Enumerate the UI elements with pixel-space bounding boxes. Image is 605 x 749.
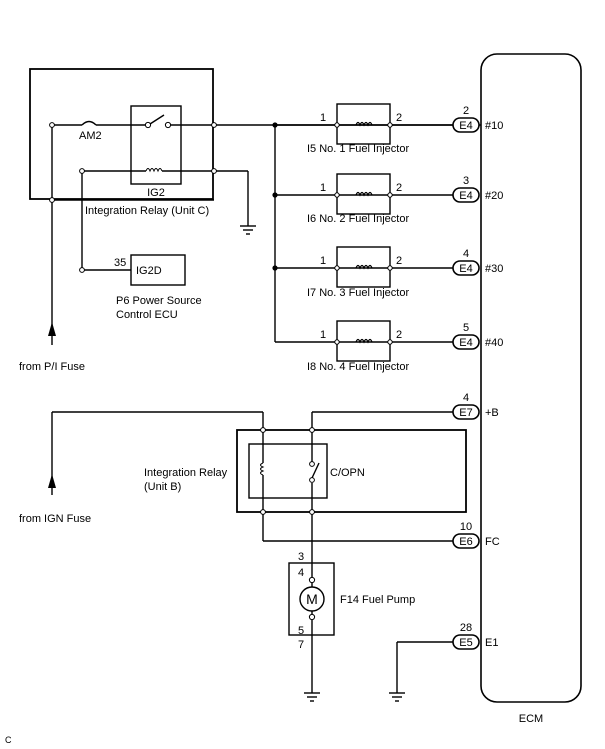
relay-b-switch-label: C/OPN: [330, 467, 365, 479]
power-ecu-name-1: P6 Power Source: [116, 295, 202, 307]
pin-label: #10: [485, 120, 503, 132]
relay-c-name: Integration Relay (Unit C): [85, 205, 209, 217]
pin-label: 4: [463, 392, 469, 404]
pin-label: 5: [463, 322, 469, 334]
relay-b-coil-icon: [260, 462, 265, 476]
injector-2-label: I6 No. 2 Fuel Injector: [307, 213, 409, 225]
pin-label: E4: [459, 190, 472, 202]
injector-1-label: I5 No. 1 Fuel Injector: [307, 143, 409, 155]
arrow-up-icon: [48, 322, 56, 336]
injector-2: 1 2 I6 No. 2 Fuel Injector: [275, 173, 453, 225]
relay-b-outer-box: [236, 429, 467, 513]
pin-label: #40: [485, 337, 503, 349]
pin-label: +B: [485, 407, 499, 419]
pin-label: 3: [298, 551, 304, 563]
injector-3-label: I7 No. 3 Fuel Injector: [307, 287, 409, 299]
power-ecu-pin: 35: [114, 257, 126, 269]
pin-label: 4: [298, 567, 304, 579]
pin-label: 28: [460, 622, 472, 634]
ground-icon: [389, 642, 405, 702]
injector-1: 1 2 I5 No. 1 Fuel Injector: [275, 103, 453, 155]
pin-label: E1: [485, 637, 498, 649]
pin-label: FC: [485, 536, 500, 548]
pin-label: E6: [459, 536, 472, 548]
am2-fuse: [52, 120, 148, 126]
pin-label: #30: [485, 263, 503, 275]
injector-3: 1 2 I7 No. 3 Fuel Injector: [275, 246, 453, 299]
ecm-connector-10: E4 2 #10: [452, 105, 503, 133]
pin-label: 2: [396, 329, 402, 341]
pin-label: E5: [459, 637, 472, 649]
relay-c-switch-label: IG2: [147, 187, 165, 199]
motor-label: M: [306, 591, 318, 607]
from-pi-fuse-label: from P/I Fuse: [19, 361, 85, 373]
pin-label: 1: [320, 112, 326, 124]
power-ecu-box: [130, 254, 186, 286]
ig2-switch-icon: [144, 114, 172, 129]
ground-icon: [240, 171, 256, 235]
ecm-label: ECM: [519, 713, 543, 725]
pin-label: 2: [463, 105, 469, 117]
pin-label: #20: [485, 190, 503, 202]
power-ecu-terminal: IG2D: [136, 265, 162, 277]
pin-label: E7: [459, 407, 472, 419]
pin-label: 1: [320, 329, 326, 341]
corner-mark: C: [5, 735, 12, 745]
c-opn-switch-icon: [309, 461, 320, 483]
relay-b-name-2: (Unit B): [144, 481, 181, 493]
ecm-connector-fc: E6 10 FC: [452, 521, 500, 549]
relay-b-name-1: Integration Relay: [144, 467, 228, 479]
ecm-connector-plus-b: E7 4 +B: [452, 392, 499, 420]
pin-label: E4: [459, 120, 472, 132]
pin-label: E4: [459, 263, 472, 275]
relay-c-coil-icon: [82, 168, 248, 173]
pin-label: 2: [396, 112, 402, 124]
ecm-connector-20: E4 3 #20: [452, 175, 503, 203]
ecm-connector-40: E4 5 #40: [452, 322, 503, 350]
relay-c-inner-box: [130, 105, 182, 185]
pin-label: 4: [463, 248, 469, 260]
pin-label: 2: [396, 255, 402, 267]
injector-4-label: I8 No. 4 Fuel Injector: [307, 361, 409, 373]
pin-label: 7: [298, 639, 304, 651]
arrow-up-icon: [48, 474, 56, 488]
pin-label: 1: [320, 255, 326, 267]
ground-icon: [304, 620, 320, 702]
ecm-connector-e1: E5 28 E1: [452, 622, 498, 650]
power-ecu-name-2: Control ECU: [116, 309, 178, 321]
pin-label: 3: [463, 175, 469, 187]
fuel-pump-label: F14 Fuel Pump: [340, 594, 415, 606]
pin-label: 2: [396, 182, 402, 194]
pin-label: E4: [459, 337, 472, 349]
pin-label: 5: [298, 625, 304, 637]
am2-label: AM2: [79, 130, 102, 142]
from-ign-fuse-label: from IGN Fuse: [19, 513, 91, 525]
ecm-connector-30: E4 4 #30: [452, 248, 503, 276]
pin-label: 10: [460, 521, 472, 533]
ecm-box: [480, 53, 582, 703]
injector-4: 1 2 I8 No. 4 Fuel Injector: [275, 320, 453, 373]
relay-c-outer-box: [29, 68, 214, 200]
pin-label: 1: [320, 182, 326, 194]
relay-b-inner-box: [248, 443, 328, 499]
